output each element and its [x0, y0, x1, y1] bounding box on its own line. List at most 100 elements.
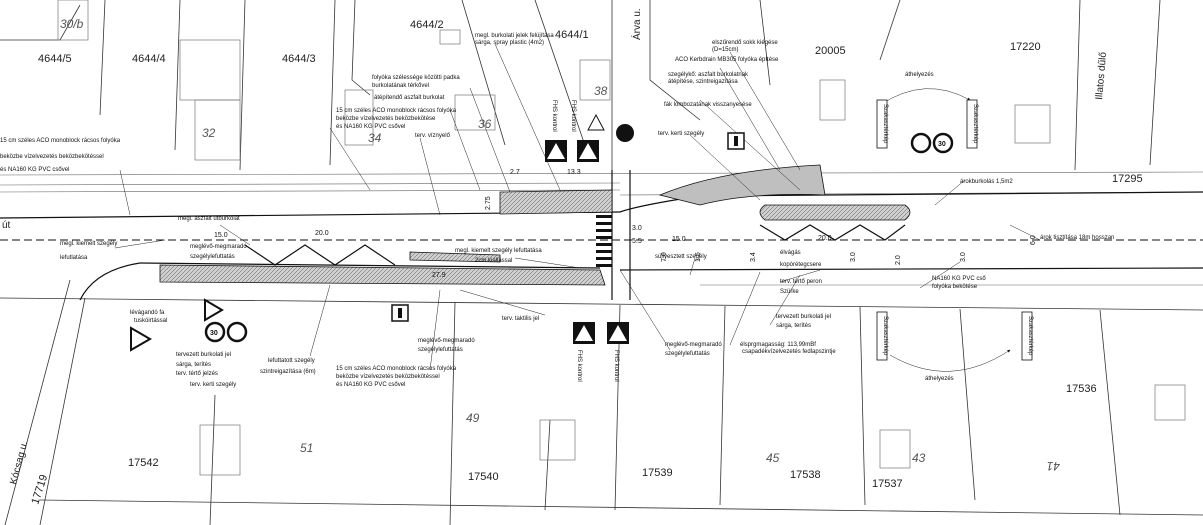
parcel-4644-1: 4644/1 [555, 29, 589, 41]
traffic-signs: FHS kontrol FHS kontrol FHS kontrol FHS … [130, 99, 1033, 382]
house-number-36: 36 [478, 117, 492, 131]
parcel-17540: 17540 [468, 471, 499, 483]
annotation: és NA160 KG PVC csővel [336, 382, 405, 388]
annotation: meglévő-megmaradó [190, 244, 247, 250]
dimension: 3.4 [750, 252, 757, 262]
annotation: árok tisztítása 18m hosszan [1040, 235, 1114, 241]
street-ut: út [2, 220, 11, 231]
annotation: árokburkolás 1,5m2 [960, 179, 1013, 185]
street-illatos: Illatos dűlő [1094, 51, 1109, 100]
annotation: Szürke [780, 289, 799, 295]
dimension: 2.75 [485, 196, 492, 210]
house-number-41: 41 [1047, 459, 1060, 473]
house-number-34: 34 [368, 131, 382, 145]
annotation: folyóka bekötése [932, 284, 978, 290]
warning-triangle-icon [587, 113, 605, 131]
parcel-17536: 17536 [1066, 383, 1097, 395]
section-board-label: Szakasztérkép [1027, 316, 1033, 356]
parcel-17538: 17538 [790, 469, 821, 481]
annotation: áthelyezés [925, 376, 954, 382]
dimension: 15.0 [672, 236, 686, 243]
annotation: terv. tértő peron [780, 279, 822, 285]
parcel-20005: 20005 [815, 45, 846, 57]
zebra-crossing [596, 215, 612, 267]
annotation: megl. aszfalt útburkolat [178, 216, 240, 222]
lot-lines-north [0, 0, 1161, 180]
annotation: szegélylefuttatás [665, 351, 710, 357]
house-number-43: 43 [912, 451, 926, 465]
roundabout-sign-icon [616, 124, 634, 142]
parcel-17539: 17539 [642, 467, 673, 479]
annotation: NA160 KG PVC cső [932, 276, 986, 282]
house-number-51: 51 [300, 441, 313, 455]
relocation-arrow-north [879, 88, 971, 106]
paved-areas [159, 164, 911, 286]
parcel-17542: 17542 [128, 457, 159, 469]
annotation: átépítendő aszfalt burkolat [374, 95, 445, 101]
sign-label: FHS kontrol [551, 100, 557, 132]
parcel-17295: 17295 [1112, 173, 1143, 185]
sign-label: FHS kontrol [613, 350, 619, 382]
annotation: sárga, terítés [176, 362, 211, 368]
annotation: sárga, terítés [776, 323, 811, 329]
speed-limit-sign-north: 30 [910, 132, 954, 154]
dimension: 27.9 [432, 272, 446, 279]
annotation: lefutlatása [60, 255, 88, 261]
speed-value: 30 [938, 141, 946, 148]
yield-sign-icon [130, 326, 152, 352]
section-board-label: Szakasztérkép [972, 104, 978, 144]
dimension: 7.0 [661, 252, 668, 262]
dimension: 1.5 [695, 252, 702, 262]
annotation: élsprgmagasság: 113,99mBf [740, 342, 816, 348]
annotation: átépítése, szintreigazítása [668, 79, 738, 85]
parcel-4644-2: 4644/2 [410, 19, 444, 31]
parcel-4644-4: 4644/4 [132, 53, 166, 65]
crossing-sign-pair-north: FHS kontrol FHS kontrol [545, 100, 599, 162]
parcel-4644-5: 4644/5 [38, 53, 72, 65]
annotation: elszűrendő sokk kiégése [712, 40, 778, 46]
annotation: megl. kiemelt szegély [60, 241, 117, 247]
crossing-sign-pair-south: FHS kontrol FHS kontrol [573, 322, 629, 382]
annotation: terv. kerti szegély [658, 131, 704, 137]
dimension: 20.0 [315, 230, 329, 237]
annotation: csapadékvízelvezetés fedlapszintje [742, 349, 836, 355]
annotation: lévágandó fa [130, 310, 165, 316]
house-number-38: 38 [594, 84, 608, 98]
house-number-49: 49 [466, 411, 480, 425]
annotations: elszűrendő sokk kiégése (D=15cm) ACO Ker… [0, 33, 1114, 388]
dimension: 6.0 [1030, 235, 1037, 245]
annotation: 2cm kiállással [475, 258, 512, 264]
parcel-labels: 30/b 4644/5 4644/4 4644/3 4644/2 4644/1 … [29, 17, 1142, 506]
section-board-label: Szakasztérkép [882, 316, 888, 356]
annotation: szegélylefuttatás [190, 254, 235, 260]
dimension: 3.0 [960, 252, 967, 262]
sign-label: FHS kontrol [570, 100, 576, 132]
house-numbers: 32 34 36 38 51 49 45 43 41 [202, 84, 1060, 473]
leader-lines [114, 43, 1041, 371]
parcel-17220: 17220 [1010, 41, 1041, 53]
street-labels: Árva u. Illatos dűlő Kócsag u. út [2, 8, 1109, 485]
annotation: szintreigazítása (6m) [260, 369, 316, 375]
annotation: kopórétegcsere [780, 262, 822, 268]
annotation: ACO Kerbdrain MB305 folyóka építése [675, 57, 779, 63]
annotation: szegélylefuttatás [418, 347, 463, 353]
annotation: beközbe vízelvezetés beközbekötése [336, 116, 436, 122]
dimension: 15.0 [214, 232, 228, 239]
annotation: tervezett burkolati jel [776, 314, 831, 320]
annotation: meglévő-megmaradó [418, 338, 475, 344]
house-number-45: 45 [766, 451, 780, 465]
parcel-30b: 30/b [60, 17, 84, 31]
lot-lines-south [0, 279, 1203, 525]
sign-label: FHS kontrol [576, 350, 582, 382]
dimension: 5.5 [632, 238, 642, 245]
yield-sign-icon [204, 298, 224, 322]
annotation: terv. tértő jelzés [176, 371, 218, 377]
annotation: 15 cm széles ACO monoblock rácsos folyók… [336, 108, 457, 114]
annotation: fák lombozatának visszanyesése [664, 102, 752, 108]
annotation: megl. kiemelt szegély lefuttatása [455, 248, 542, 254]
dimension: 3.0 [850, 252, 857, 262]
dimensions: 20.0 15.0 27.9 13.3 2.7 2.75 3.0 5.5 15.… [214, 169, 1037, 279]
annotation: sárga, spray plastic (4m2) [475, 40, 544, 46]
annotation: megl. burkolati jelek felújítása [475, 33, 554, 39]
